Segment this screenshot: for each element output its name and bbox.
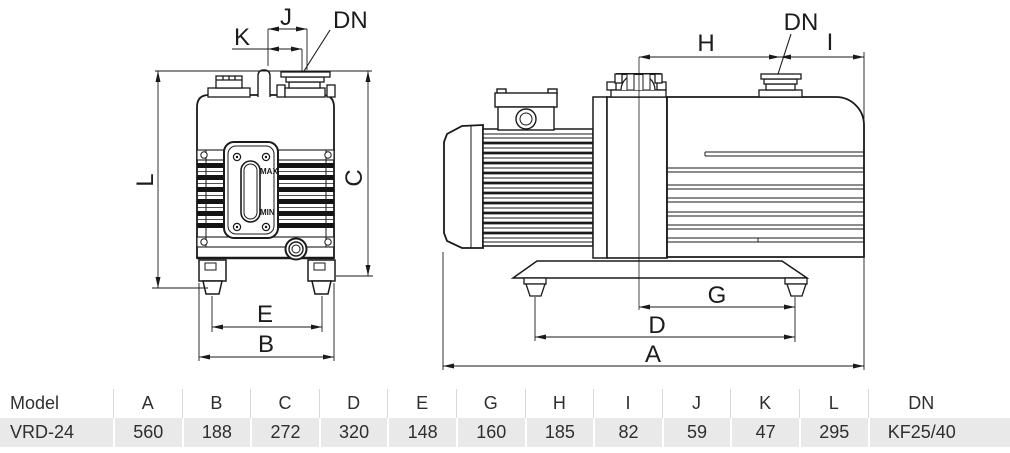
col-header-b: B xyxy=(181,389,251,418)
sight-glass-max-label: MAX xyxy=(260,167,278,176)
dn-inlet-flange-side xyxy=(758,73,803,98)
cell-j: 59 xyxy=(661,418,731,447)
front-feet xyxy=(198,259,336,295)
front-view: MAX MIN xyxy=(132,4,373,361)
oil-box-column xyxy=(606,96,668,259)
cell-h: 185 xyxy=(524,418,594,447)
dim-E: E xyxy=(211,296,323,332)
dn-callout-side: DN xyxy=(777,9,819,75)
dim-A-label: A xyxy=(645,341,661,368)
front-dimensions: L C J xyxy=(132,4,373,361)
oil-filler-cap xyxy=(606,73,667,98)
dim-G: G xyxy=(639,282,796,342)
dim-G-label: G xyxy=(708,282,727,309)
col-header-j: J xyxy=(661,389,731,418)
dimension-table-row: VRD-24 560 188 272 320 148 160 185 82 59… xyxy=(0,418,1010,447)
oil-fill-plug xyxy=(207,75,251,98)
gas-ballast-knob xyxy=(257,69,271,97)
cell-e: 148 xyxy=(387,418,456,447)
dn-inlet-flange-front xyxy=(276,71,336,98)
dim-B-label: B xyxy=(258,331,274,358)
cell-b: 188 xyxy=(181,418,251,447)
motor-body xyxy=(482,128,594,247)
cell-d: 320 xyxy=(318,418,388,447)
pump-flange-plate xyxy=(592,96,608,259)
cell-i: 82 xyxy=(593,418,662,447)
dim-D: D xyxy=(534,297,795,341)
cell-model: VRD-24 xyxy=(0,418,113,447)
col-header-g: G xyxy=(455,389,525,418)
dim-K: K xyxy=(232,24,303,71)
oil-drain-plug xyxy=(284,237,308,261)
cell-k: 47 xyxy=(730,418,799,447)
dn-side-label: DN xyxy=(784,9,819,36)
sight-glass-min-label: MIN xyxy=(260,208,275,217)
dim-D-label: D xyxy=(648,312,665,339)
dim-J: J xyxy=(267,4,308,70)
dim-H-label: H xyxy=(697,30,714,57)
dim-K-label: K xyxy=(234,24,250,51)
dim-E-label: E xyxy=(257,301,273,328)
dimension-table: Model A B C D E G H I J K L DN VRD-24 56… xyxy=(0,389,1010,447)
side-pump-body xyxy=(666,96,865,258)
dim-J-label: J xyxy=(280,4,292,31)
dim-L-label: L xyxy=(132,173,159,186)
cell-dn: KF25/40 xyxy=(867,418,1010,447)
col-header-i: I xyxy=(593,389,662,418)
col-header-k: K xyxy=(730,389,799,418)
side-feet xyxy=(523,277,808,297)
side-view: H I DN G xyxy=(442,9,865,370)
dn-callout-front: DN xyxy=(303,7,368,72)
dim-I: I xyxy=(780,29,865,124)
side-dimensions: H I DN G xyxy=(442,9,865,370)
base-plate xyxy=(510,260,810,279)
cell-l: 295 xyxy=(798,418,868,447)
dim-C-label: C xyxy=(341,169,368,186)
col-header-dn: DN xyxy=(867,389,1010,418)
dn-front-label: DN xyxy=(333,7,368,34)
dim-B: B xyxy=(198,283,335,361)
motor-terminal-box xyxy=(494,88,558,131)
cell-c: 272 xyxy=(250,418,319,447)
cell-a: 560 xyxy=(113,418,182,447)
col-header-e: E xyxy=(387,389,456,418)
dimension-table-header: Model A B C D E G H I J K L DN xyxy=(0,389,1010,418)
col-header-l: L xyxy=(798,389,868,418)
dim-A: A xyxy=(442,252,865,370)
motor-fan-cover xyxy=(443,124,484,249)
col-header-h: H xyxy=(524,389,594,418)
col-header-a: A xyxy=(113,389,182,418)
pump-dimension-drawing: MAX MIN xyxy=(132,4,865,370)
cell-g: 160 xyxy=(455,418,525,447)
dim-I-label: I xyxy=(827,29,834,56)
oil-sight-glass: MAX MIN xyxy=(223,141,279,239)
dim-C: C xyxy=(336,71,373,277)
col-header-d: D xyxy=(318,389,388,418)
col-header-model: Model xyxy=(0,389,113,418)
col-header-c: C xyxy=(250,389,319,418)
dim-H: H xyxy=(639,30,864,60)
